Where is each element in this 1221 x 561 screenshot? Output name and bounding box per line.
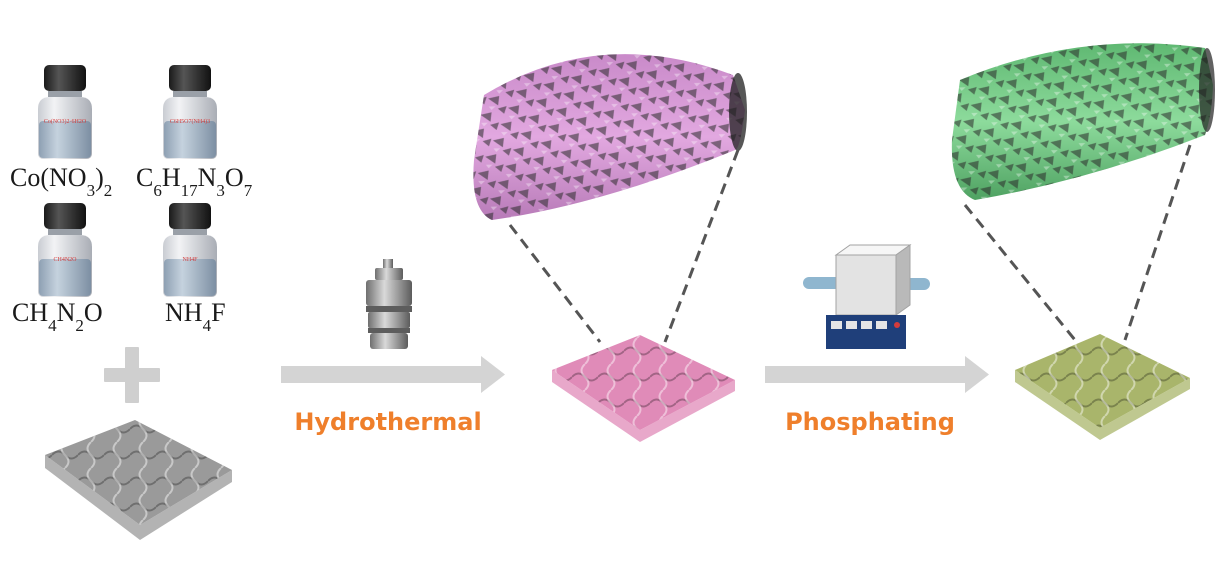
bottle-label-urea: CH4N2O bbox=[53, 257, 77, 263]
hydrothermal-arrow bbox=[281, 356, 505, 393]
bottle-ammonium-fluoride: NH4F bbox=[163, 203, 217, 297]
bottle-urea: CH4N2O bbox=[38, 203, 92, 297]
bottle-label-ammonium-fluoride: NH4F bbox=[182, 257, 198, 263]
hydrothermal-mesh-icon bbox=[552, 335, 735, 442]
bottle-label-cobalt-nitrate: Co(NO3)2·6H2O bbox=[44, 118, 87, 125]
zoom-lines-phosphated bbox=[963, 144, 1192, 341]
nanosheet-cylinder-phosphated bbox=[951, 43, 1215, 201]
bare-mesh-icon bbox=[45, 420, 232, 540]
zoom-lines-hydrothermal bbox=[508, 149, 740, 343]
bottle-label-citrate: C6H5O7(NH4)3 bbox=[170, 118, 210, 125]
nanosheet-cylinder-hydrothermal bbox=[473, 54, 747, 220]
bottle-cobalt-nitrate: Co(NO3)2·6H2O bbox=[38, 65, 92, 159]
bottle-citrate: C6H5O7(NH4)3 bbox=[163, 65, 217, 159]
step-label-phosphating: Phosphating bbox=[785, 408, 955, 436]
formula-ammonium-fluoride: NH4F bbox=[165, 298, 226, 335]
tube-furnace-icon bbox=[803, 244, 930, 349]
autoclave-icon bbox=[366, 259, 412, 349]
formula-citrate: C6H17N3O7 bbox=[136, 163, 253, 200]
plus-icon bbox=[104, 347, 160, 403]
formula-urea: CH4N2O bbox=[12, 298, 103, 335]
step-label-hydrothermal: Hydrothermal bbox=[294, 408, 481, 436]
formula-cobalt-nitrate: Co(NO3)2 bbox=[10, 163, 112, 200]
phosphated-mesh-icon bbox=[1015, 334, 1190, 440]
phosphating-arrow bbox=[765, 356, 989, 393]
